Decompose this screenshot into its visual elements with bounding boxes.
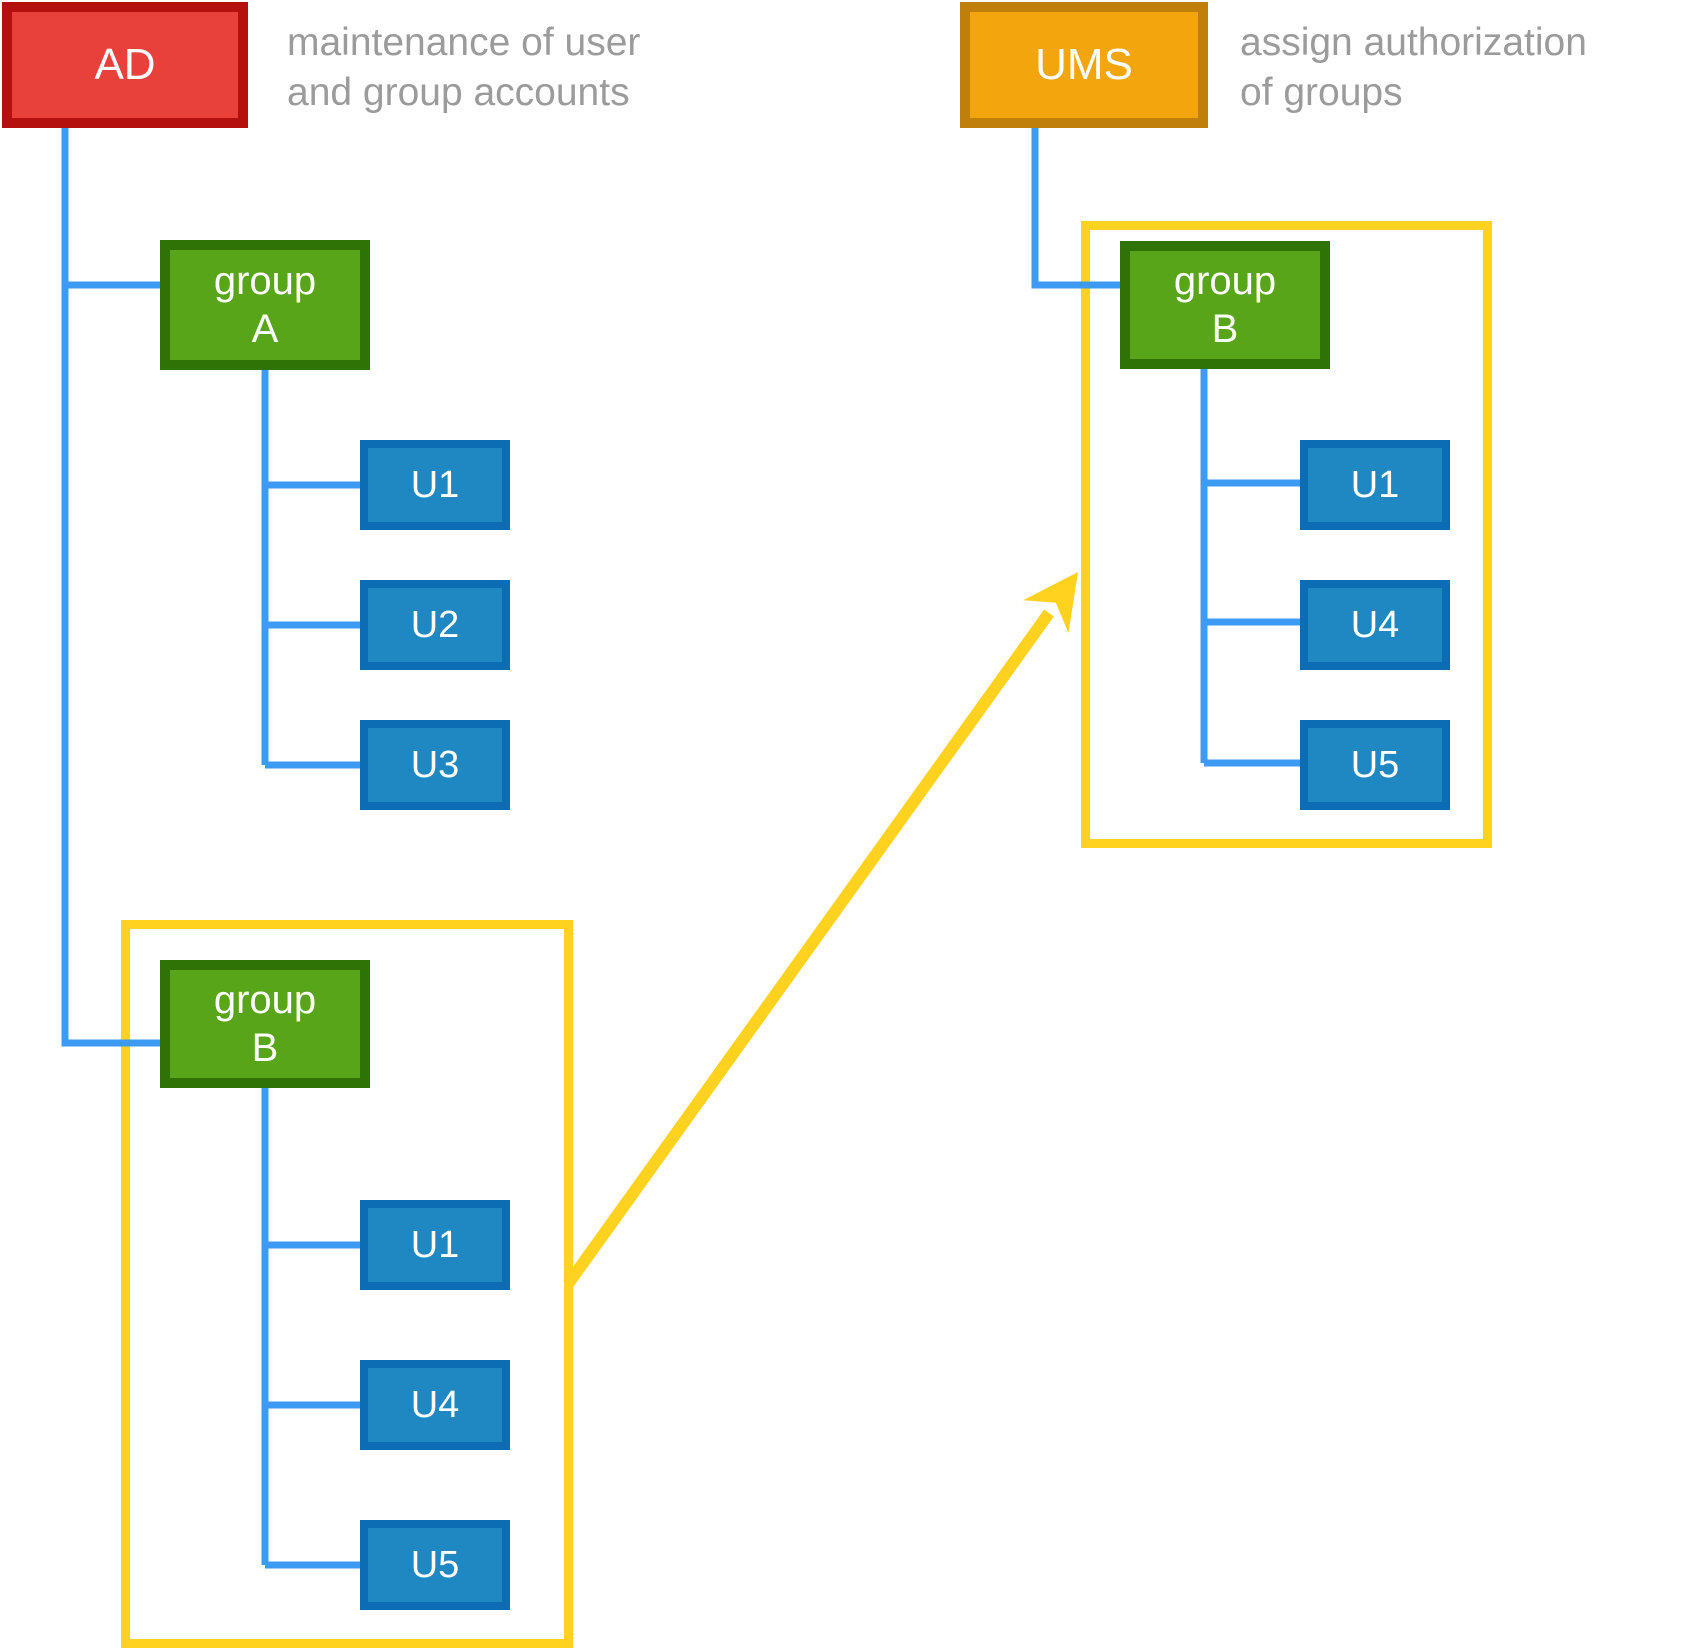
ad-note-line2: and group accounts [287,71,630,114]
group-b-ums-label-line2: B [1211,307,1239,351]
group-b-ums-user-box-u1: U1 [1300,440,1450,530]
ad-note: maintenance of user and group accounts [287,18,640,118]
group-b-ums-label-line1: group [1173,259,1277,303]
ums-note-line1: assign authorization [1240,21,1587,64]
ums-note-line2: of groups [1240,71,1403,114]
user-label: U3 [410,743,460,786]
group-a-label: group A [214,257,316,353]
user-label: U5 [1350,743,1400,786]
ad-note-line1: maintenance of user [287,21,641,64]
group-a-user-box-u3: U3 [360,720,510,810]
user-label: U1 [410,1223,460,1266]
group-a-label-line2: A [251,307,279,351]
group-b-ad-label-line2: B [251,1026,279,1070]
ums-node: UMS [960,2,1208,128]
group-a-node: group A [160,240,370,370]
user-label: U5 [410,1543,460,1586]
group-a-user-box-u2: U2 [360,580,510,670]
transfer-arrow [563,572,1078,1288]
ums-note: assign authorization of groups [1240,18,1587,118]
user-label: U4 [1350,603,1400,646]
group-b-ums-label: group B [1174,257,1276,353]
ad-node-label: AD [94,40,156,89]
group-b-ums-node: group B [1120,241,1330,369]
blue-connectors [61,128,1300,1569]
group-b-ad-user-box-u5: U5 [360,1520,510,1610]
group-b-ad-label: group B [214,976,316,1072]
transfer-arrow-head [1023,572,1078,633]
ums-to-group-b-connector [1031,128,1120,289]
ad-node: AD [2,2,248,128]
group-a-user-box-u1: U1 [360,440,510,530]
user-label: U2 [410,603,460,646]
group-b-ad-node: group B [160,960,370,1088]
transfer-arrow-shaft [563,609,1054,1288]
group-a-label-line1: group [213,259,317,303]
group-b-ad-label-line1: group [213,978,317,1022]
user-label: U1 [410,463,460,506]
group-b-ums-user-box-u4: U4 [1300,580,1450,670]
user-label: U1 [1350,463,1400,506]
user-label: U4 [410,1383,460,1426]
group-b-ums-user-box-u5: U5 [1300,720,1450,810]
group-b-ad-user-box-u4: U4 [360,1360,510,1450]
ums-node-label: UMS [1035,40,1133,89]
group-b-ums-highlight-container [1081,221,1492,848]
ad-to-group-b-connector [61,128,160,1047]
group-b-ad-user-box-u1: U1 [360,1200,510,1290]
